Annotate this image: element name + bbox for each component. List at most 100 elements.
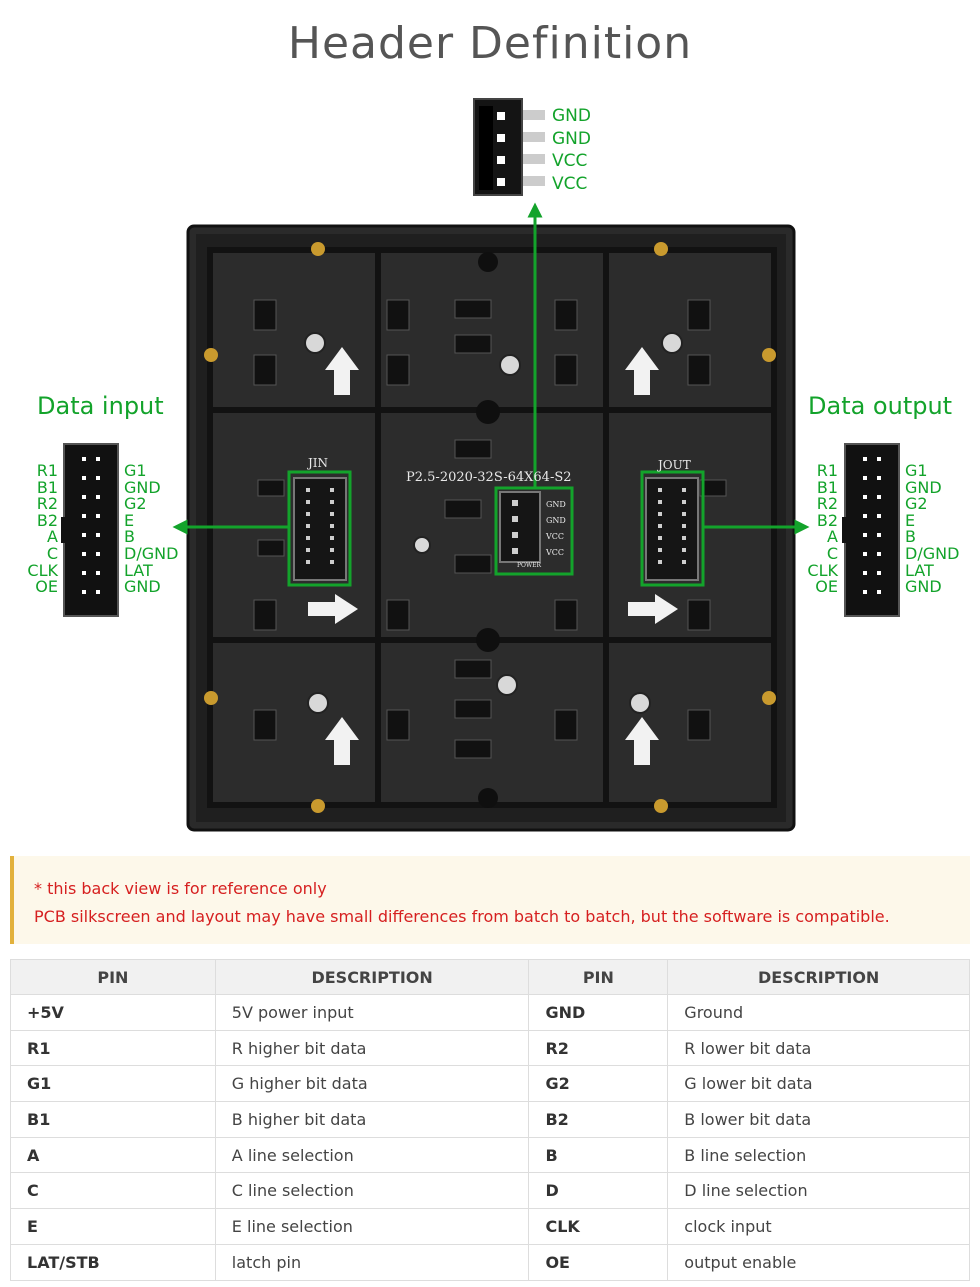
pin-label: D/GND xyxy=(124,543,179,563)
pin-cell: GND xyxy=(528,994,669,1031)
description-cell: B lower bit data xyxy=(667,1101,970,1138)
table-header-row: PIN DESCRIPTION PIN DESCRIPTION xyxy=(10,959,970,995)
pin-cell: D xyxy=(528,1172,669,1210)
board-pin-label: GND xyxy=(546,500,566,509)
pin-label: B2 xyxy=(36,510,58,530)
pin-label: LAT xyxy=(905,560,934,580)
header-pin: PIN xyxy=(10,959,216,995)
reference-note: * this back view is for reference only P… xyxy=(10,856,970,944)
pin-cell: +5V xyxy=(10,994,216,1031)
description-cell: G higher bit data xyxy=(214,1065,530,1103)
pin-label: G2 xyxy=(905,494,928,514)
pin-label: R1 xyxy=(816,461,838,480)
pin-label: E xyxy=(124,510,135,530)
pin-label: B2 xyxy=(816,510,838,530)
power-pin-label: VCC xyxy=(552,151,588,172)
pin-cell: G2 xyxy=(528,1065,669,1103)
pin-cell: B2 xyxy=(528,1101,669,1138)
pin-label: R2 xyxy=(816,494,838,514)
pin-cell: E xyxy=(10,1208,216,1245)
table-row: +5V 5V power input GND Ground xyxy=(10,994,970,1031)
pin-label: R1 xyxy=(36,461,58,480)
pin-label: C xyxy=(46,543,58,563)
description-cell: B higher bit data xyxy=(214,1101,530,1138)
pin-cell: CLK xyxy=(528,1208,669,1245)
pin-label: GND xyxy=(124,577,161,597)
description-cell: R lower bit data xyxy=(667,1029,970,1067)
board-power-label: POWER xyxy=(517,562,542,569)
pin-cell: G1 xyxy=(10,1065,216,1103)
pin-label: G1 xyxy=(905,461,928,480)
board-power-pin-labels: GND GND VCC VCC xyxy=(546,497,566,561)
note-line-2: PCB silkscreen and layout may have small… xyxy=(34,907,890,926)
pin-label: CLK xyxy=(27,560,58,580)
pin-label: G1 xyxy=(124,461,147,480)
pin-label: R2 xyxy=(36,494,58,514)
pin-cell: LAT/STB xyxy=(10,1243,216,1281)
pin-definition-table: PIN DESCRIPTION PIN DESCRIPTION +5V 5V p… xyxy=(10,959,970,1281)
power-pin-label: VCC xyxy=(552,173,588,194)
description-cell: clock input xyxy=(667,1208,970,1245)
pin-cell: B1 xyxy=(10,1101,216,1138)
page-title: Header Definition xyxy=(287,18,693,69)
pin-label: G2 xyxy=(124,494,147,514)
board-model-text: P2.5-2020-32S-64X64-S2 xyxy=(406,470,572,485)
description-cell: D line selection xyxy=(667,1172,970,1210)
header-description: DESCRIPTION xyxy=(214,959,530,995)
led-panel-board xyxy=(172,202,810,832)
pin-cell: B xyxy=(528,1136,669,1174)
table-row: C C line selection D D line selection xyxy=(10,1172,970,1210)
description-cell: 5V power input xyxy=(214,994,530,1031)
pin-label: CLK xyxy=(807,560,838,580)
pin-label: GND xyxy=(905,477,942,497)
description-cell: Ground xyxy=(667,994,970,1031)
description-cell: G lower bit data xyxy=(667,1065,970,1103)
power-header-connector xyxy=(473,98,523,196)
board-pin-label: GND xyxy=(546,516,566,525)
pin-label: B1 xyxy=(36,477,58,497)
pin-cell: R2 xyxy=(528,1029,669,1067)
header-pin: PIN xyxy=(528,959,669,995)
pin-label: E xyxy=(905,510,916,530)
description-cell: output enable xyxy=(667,1243,970,1281)
pin-cell: OE xyxy=(528,1243,669,1281)
power-pin-label: GND xyxy=(552,128,591,149)
description-cell: B line selection xyxy=(667,1136,970,1174)
pin-cell: R1 xyxy=(10,1029,216,1067)
pin-label: B xyxy=(124,527,135,547)
description-cell: R higher bit data xyxy=(214,1029,530,1067)
pin-label: LAT xyxy=(124,560,153,580)
note-line-1: * this back view is for reference only xyxy=(34,879,327,898)
power-header-labels: GND GND VCC VCC xyxy=(552,105,591,195)
board-pin-label: VCC xyxy=(546,548,565,557)
table-row: R1 R higher bit data R2 R lower bit data xyxy=(10,1029,970,1067)
pin-cell: A xyxy=(10,1136,216,1174)
power-pin-label: GND xyxy=(552,106,591,126)
table-row: G1 G higher bit data G2 G lower bit data xyxy=(10,1065,970,1103)
pin-label: B1 xyxy=(816,477,838,497)
description-cell: A line selection xyxy=(214,1136,530,1174)
board-jout-text: JOUT xyxy=(658,458,691,472)
data-output-left-pins: R1 B1 R2 B2 A C CLK OE xyxy=(800,461,838,596)
pin-label: A xyxy=(827,527,838,547)
data-output-label: Data output xyxy=(808,392,953,420)
data-output-connector xyxy=(842,443,900,617)
pin-label: GND xyxy=(124,477,161,497)
description-cell: C line selection xyxy=(214,1172,530,1210)
table-row: B1 B higher bit data B2 B lower bit data xyxy=(10,1101,970,1138)
pin-label: OE xyxy=(35,577,58,597)
table-row: E E line selection CLK clock input xyxy=(10,1208,970,1245)
description-cell: E line selection xyxy=(214,1208,530,1245)
pin-label: GND xyxy=(905,577,942,597)
board-jin-text: JIN xyxy=(308,456,329,470)
data-input-left-pins: R1 B1 R2 B2 A C CLK OE xyxy=(20,461,58,597)
description-cell: latch pin xyxy=(214,1243,530,1281)
board-pin-label: VCC xyxy=(546,532,565,541)
pin-label: A xyxy=(47,527,58,547)
table-row: LAT/STB latch pin OE output enable xyxy=(10,1243,970,1281)
data-input-label: Data input xyxy=(37,392,164,420)
pin-cell: C xyxy=(10,1172,216,1210)
data-input-right-pins: G1 GND G2 E B D/GND LAT GND xyxy=(124,461,179,597)
data-output-right-pins: G1 GND G2 E B D/GND LAT GND xyxy=(905,461,959,597)
data-input-connector xyxy=(61,443,119,617)
